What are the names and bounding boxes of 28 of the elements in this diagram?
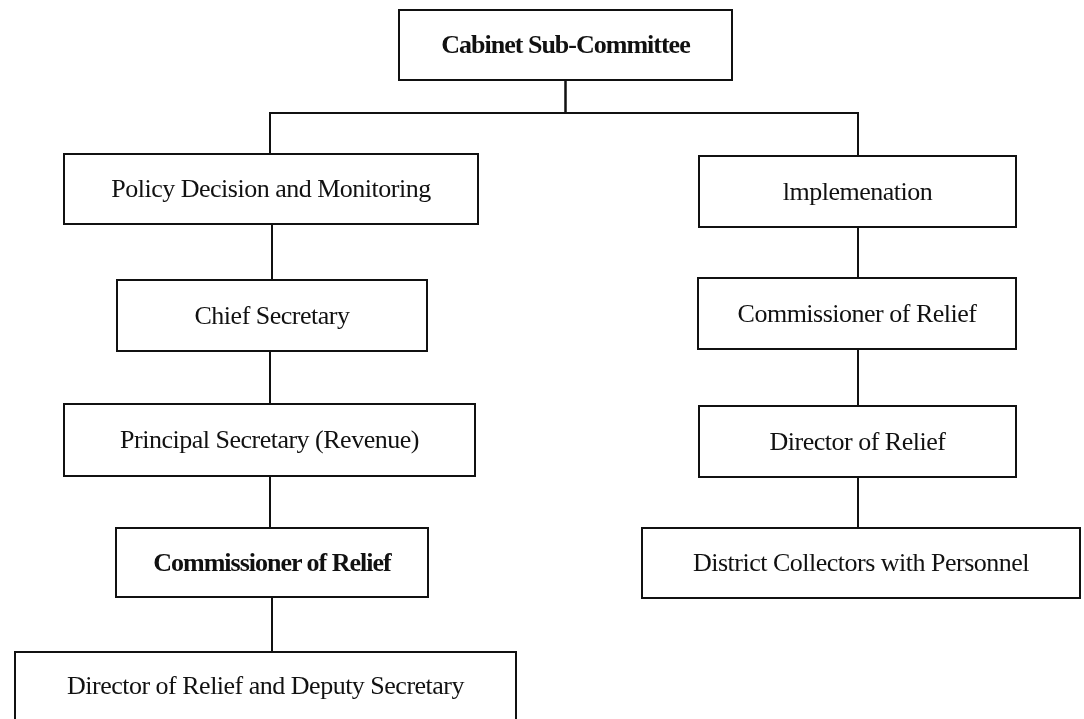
connector-line — [857, 477, 859, 528]
box-label: Commissioner of Relief — [153, 547, 391, 578]
org-box — [698, 405, 1017, 478]
box-label: Chief Secretary — [194, 300, 350, 331]
org-box — [63, 153, 479, 225]
box-label: Director of Relief and Deputy Secretary — [66, 671, 464, 701]
box-label: Principal Secretary (Revenue) — [120, 425, 419, 455]
box-label: lmplemenation — [782, 176, 933, 207]
box-label: District Collectors with Personnel — [692, 548, 1030, 578]
connector-line — [564, 80, 859, 156]
org-box — [698, 155, 1017, 228]
org-box — [398, 9, 733, 81]
connector-line — [857, 227, 859, 278]
org-box — [63, 403, 476, 477]
connector-line — [857, 349, 859, 406]
box-label: Policy Decision and Monitoring — [111, 174, 431, 204]
connector-line — [269, 476, 271, 528]
connector-line — [269, 351, 271, 404]
org-box — [116, 279, 428, 352]
org-box — [641, 527, 1081, 599]
org-box — [115, 527, 429, 598]
box-label: Cabinet Sub-Committee — [441, 30, 690, 60]
connector-line — [271, 597, 273, 652]
box-label: Director of Relief — [769, 426, 946, 457]
org-box — [697, 277, 1017, 350]
box-label: Commissioner of Relief — [737, 298, 977, 329]
connector-line — [271, 224, 273, 280]
org-box — [14, 651, 517, 719]
